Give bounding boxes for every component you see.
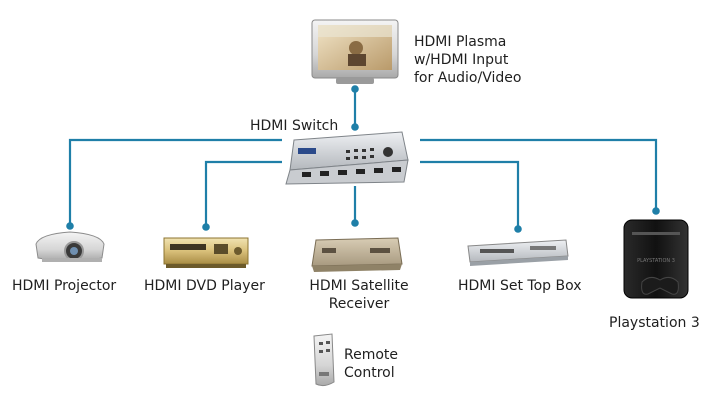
remote-control-icon: [313, 333, 335, 387]
line-switch-to-ps3: [420, 138, 658, 210]
game-console-icon: PLAYSTATION 3: [623, 219, 689, 299]
dot-dvd: [202, 223, 210, 231]
switch-label: HDMI Switch: [250, 118, 339, 134]
projector-label: HDMI Projector: [12, 278, 117, 294]
dot-satellite: [351, 219, 359, 227]
remote-label: Remote Control: [344, 347, 399, 381]
projector-icon: [35, 231, 105, 262]
dot-ps3: [652, 207, 660, 215]
dvd-player-icon: [163, 237, 249, 268]
satellite-label: HDMI Satellite Receiver: [309, 278, 409, 312]
svg-text:PLAYSTATION 3: PLAYSTATION 3: [637, 258, 675, 264]
line-switch-to-dvd: [204, 160, 282, 226]
dot-settop: [514, 225, 522, 233]
ps3-label: Playstation 3: [609, 315, 700, 331]
tv-label: HDMI Plasma w/HDMI Input for Audio/Video: [414, 34, 522, 86]
connector-dots: [66, 85, 660, 233]
dot-projector: [66, 222, 74, 230]
settop-label: HDMI Set Top Box: [458, 278, 582, 294]
connector-lines: [68, 86, 658, 228]
line-switch-to-projector: [68, 138, 282, 224]
line-switch-to-settop: [420, 160, 520, 228]
set-top-box-icon: [467, 239, 569, 266]
dvd-label: HDMI DVD Player: [144, 278, 265, 294]
satellite-receiver-icon: [311, 237, 403, 272]
dot-switch-top: [351, 123, 359, 131]
hdmi-switch-icon: [285, 131, 409, 185]
dot-tv: [351, 85, 359, 93]
plasma-tv-icon: [311, 19, 399, 84]
